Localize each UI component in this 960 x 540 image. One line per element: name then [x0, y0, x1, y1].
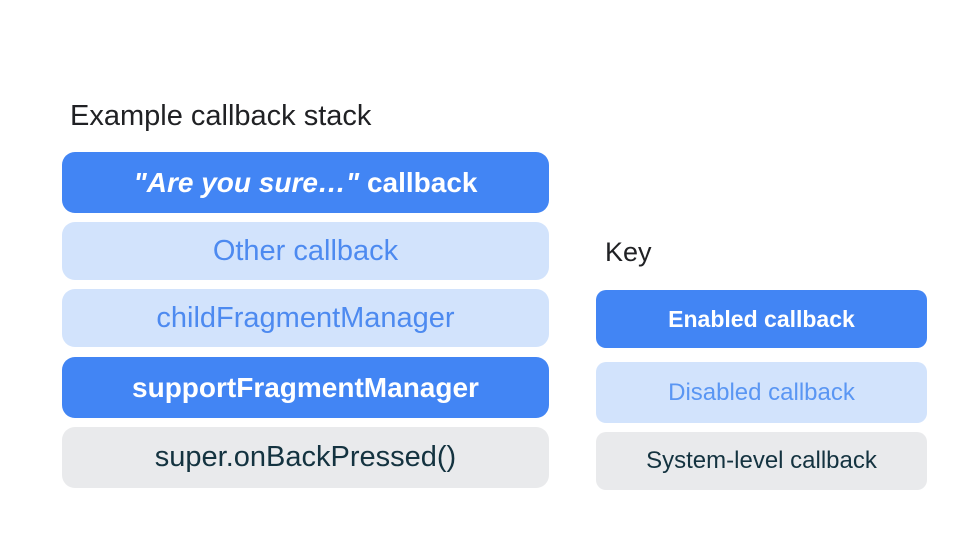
key-item-disabled-callback: Disabled callback [596, 362, 927, 423]
key-item-label: Enabled callback [668, 305, 855, 332]
stack-item-label: childFragmentManager [156, 301, 455, 334]
stack-item-support-fragment-manager: supportFragmentManager [62, 357, 549, 418]
stack-item-label: super.onBackPressed() [154, 441, 457, 473]
stack-item-label: "Are you sure…" callback [133, 167, 477, 199]
stack-item-child-fragment-manager: childFragmentManager [62, 289, 549, 347]
stack-item-label: Other callback [212, 234, 399, 267]
stack-item-other-callback: Other callback [62, 222, 549, 280]
key-title: Key [605, 237, 652, 267]
key-item-label: Disabled callback [668, 378, 855, 406]
stack-item-are-you-sure-callback: "Are you sure…" callback [62, 152, 549, 213]
key-item-system-level-callback: System-level callback [596, 432, 927, 490]
quoted-phrase: "Are you sure…" [133, 166, 360, 198]
stack-item-label: supportFragmentManager [132, 371, 479, 403]
stack-title: Example callback stack [70, 100, 372, 132]
label-suffix: callback [359, 166, 478, 198]
stack-item-super-onbackpressed: super.onBackPressed() [62, 427, 549, 488]
key-item-enabled-callback: Enabled callback [596, 290, 927, 348]
key-item-label: System-level callback [646, 447, 877, 474]
